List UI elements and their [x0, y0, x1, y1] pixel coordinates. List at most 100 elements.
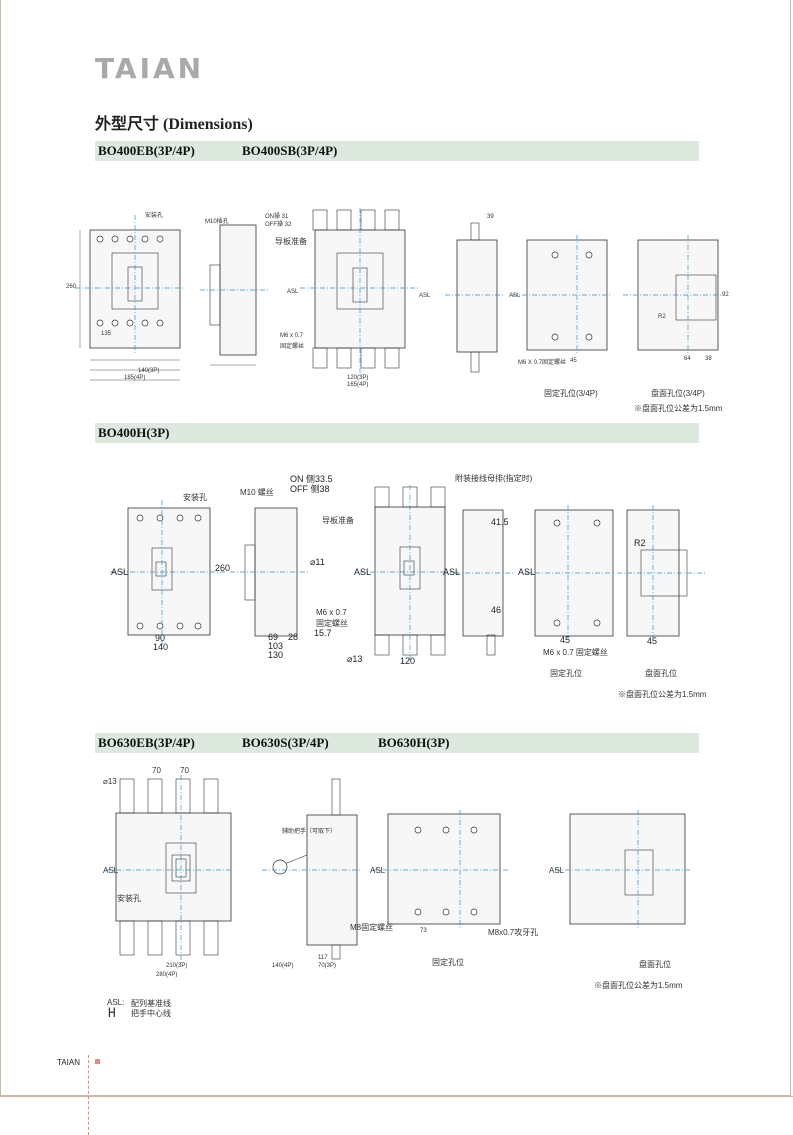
s2-fix-caption: 固定孔位 — [550, 669, 582, 678]
page-title: 外型尺寸 (Dimensions) — [95, 116, 253, 133]
s2-dim-45b: 45 — [647, 636, 658, 646]
brand-logo: TAIAN — [95, 52, 205, 85]
s3-dim-80-5: 140(4P) — [272, 963, 294, 969]
s2-dim-28: 28 — [288, 632, 299, 642]
drawing-bo630-front — [106, 775, 233, 965]
s1-hole-label: 安装孔 — [145, 213, 164, 219]
s1-dim-135: 135 — [101, 331, 112, 337]
s1-dim-45: 45 — [570, 358, 577, 364]
s3-asl-b: ASL — [370, 866, 386, 875]
footer-divider — [88, 1055, 89, 1135]
s2-asl-c: ASL — [443, 567, 461, 577]
page-frame-bottom — [0, 1096, 793, 1097]
s1-dim-165-4p: 165(4P) — [347, 382, 369, 388]
s3-m8b-label: M8x0.7攻牙孔 — [488, 928, 539, 937]
section-band-bo630: BO630EB(3P/4P) BO630S(3P/4P) BO630H(3P) — [95, 733, 699, 753]
band-model-bo630h: BO630H(3P) — [378, 735, 450, 750]
s3-handle-label: 辅助把手（可取下） — [282, 829, 337, 835]
s1-dim-r2: R2 — [658, 314, 666, 320]
s3-dim-210-3p: 210(3P) — [166, 963, 188, 969]
band-model-bo630eb: BO630EB(3P/4P) — [98, 735, 195, 750]
s2-asl-a: ASL — [111, 567, 129, 577]
s3-m8-label: M8固定螺丝 — [350, 923, 394, 932]
s3-dim-280-4p: 280(4P) — [156, 972, 178, 978]
footer-brand: TAIAN — [57, 1058, 80, 1067]
s3-dim-70b: 70 — [180, 766, 189, 775]
s2-dim-130: 130 — [268, 650, 284, 660]
s1-dim-185-4p: 185(4P) — [124, 375, 146, 381]
s2-dim-103: 103 — [268, 641, 284, 651]
s1-fix-caption: 固定孔位(3/4P) — [544, 389, 598, 398]
s2-dim-90: 90 — [155, 633, 166, 643]
drawing-bo400h-busbar-side — [455, 509, 515, 656]
s1-asl-b: ASL — [419, 293, 431, 299]
drawing-bo400eb-front — [75, 215, 185, 381]
s1-dim-39: 39 — [487, 214, 494, 220]
s1-guide-label: 导板准备 — [275, 237, 307, 246]
s1-dim-38: 38 — [705, 356, 712, 362]
s2-dim-69: 69 — [268, 632, 279, 642]
s2-guide-label: 导板准备 — [322, 516, 354, 525]
s2-off-label: OFF 侧38 — [290, 484, 330, 494]
s2-dim-15-7: 15.7 — [314, 628, 332, 638]
s2-dim-d13: ⌀13 — [347, 654, 363, 664]
drawing-bo400h-panel-cutout — [617, 505, 707, 640]
s2-dim-41-5: 41.5 — [491, 517, 509, 527]
s2-dim-d11: ⌀11 — [310, 557, 325, 567]
drawing-bo400eb-side — [200, 224, 270, 366]
s3-tolerance-note: ※盘面孔位公差为1.5mm — [594, 981, 683, 990]
s2-asl-b: ASL — [354, 567, 372, 577]
s1-dim-64: 64 — [684, 356, 691, 362]
legend-handle-key: ┣┫ — [107, 1008, 117, 1017]
s3-panel-caption: 盘面孔位 — [639, 960, 671, 969]
s3-dim-d13: ⌀13 — [103, 777, 117, 786]
drawing-bo400h-fix-holes — [525, 505, 615, 640]
legend-handle-text: 把手中心线 — [131, 1009, 171, 1018]
s2-dim-140: 140 — [153, 642, 169, 652]
s3-asl-c: ASL — [549, 866, 565, 875]
s3-dim-145: 70(3P) — [318, 963, 337, 969]
drawing-bo400h-busbar — [360, 485, 460, 660]
s2-dim-45a: 45 — [560, 635, 571, 645]
band-model-bo630s: BO630S(3P/4P) — [242, 735, 329, 750]
s1-dim-120-3p: 120(3P) — [347, 375, 369, 381]
s1-dim-140-3p: 140(3P) — [138, 368, 160, 374]
s1-dim-260: 260 — [66, 284, 77, 290]
drawing-bo630-fix-holes — [373, 810, 508, 930]
drawing-bo400-fix-holes — [512, 235, 612, 355]
drawing-bo400sb-side — [445, 222, 505, 373]
section-band-bo400eb: BO400EB(3P/4P) BO400SB(3P/4P) — [95, 141, 699, 161]
legend-asl-key: ASL: — [107, 998, 125, 1007]
s2-attach-label: 附装接线母排(指定时) — [455, 474, 533, 483]
s1-on-label: ON操 31 — [265, 214, 289, 220]
legend-asl-text: 配列基准线 — [131, 999, 171, 1008]
s3-fix-caption: 固定孔位 — [432, 958, 464, 967]
s1-m6b-label: 固定螺丝 — [280, 344, 305, 350]
drawing-bo630-side — [262, 778, 362, 960]
s2-m6b-label: 固定螺丝 — [316, 619, 348, 628]
s2-m10-label: M10 螺丝 — [240, 488, 274, 497]
s1-m10-label: M10插孔 — [205, 219, 229, 225]
s3-asl-a: ASL — [103, 866, 119, 875]
s2-on-label: ON 侧33.5 — [290, 474, 333, 484]
s2-tolerance-note: ※盘面孔位公差为1.5mm — [618, 690, 707, 699]
s2-dim-260: 260 — [215, 563, 231, 573]
s2-m6-label: M6 x 0.7 — [316, 608, 347, 617]
drawing-bo400-panel-cutout — [623, 235, 723, 355]
s3-dim-103: 117 — [318, 955, 328, 961]
s1-asl-a: ASL — [287, 289, 299, 295]
drawing-bo400h-front — [110, 500, 225, 645]
s1-m6-small: M6 X 0.7固定螺丝 — [518, 360, 567, 366]
s3-dim-70a: 70 — [152, 766, 161, 775]
drawing-bo400h-side — [230, 507, 310, 637]
s1-panel-caption: 盘面孔位(3/4P) — [651, 389, 705, 398]
band-model-bo400sb: BO400SB(3P/4P) — [242, 143, 338, 158]
s2-panel-caption: 盘面孔位 — [645, 669, 677, 678]
section-band-bo400h: BO400H(3P) — [95, 423, 699, 443]
s1-asl-c: ASL — [509, 293, 521, 299]
page-frame — [0, 0, 791, 1096]
s1-tolerance-note: ※盘面孔位公差为1.5mm — [634, 404, 723, 413]
footer-marker — [95, 1059, 100, 1064]
drawing-bo630-panel-cutout — [555, 810, 690, 930]
s3-hole-label: 安装孔 — [117, 894, 141, 903]
